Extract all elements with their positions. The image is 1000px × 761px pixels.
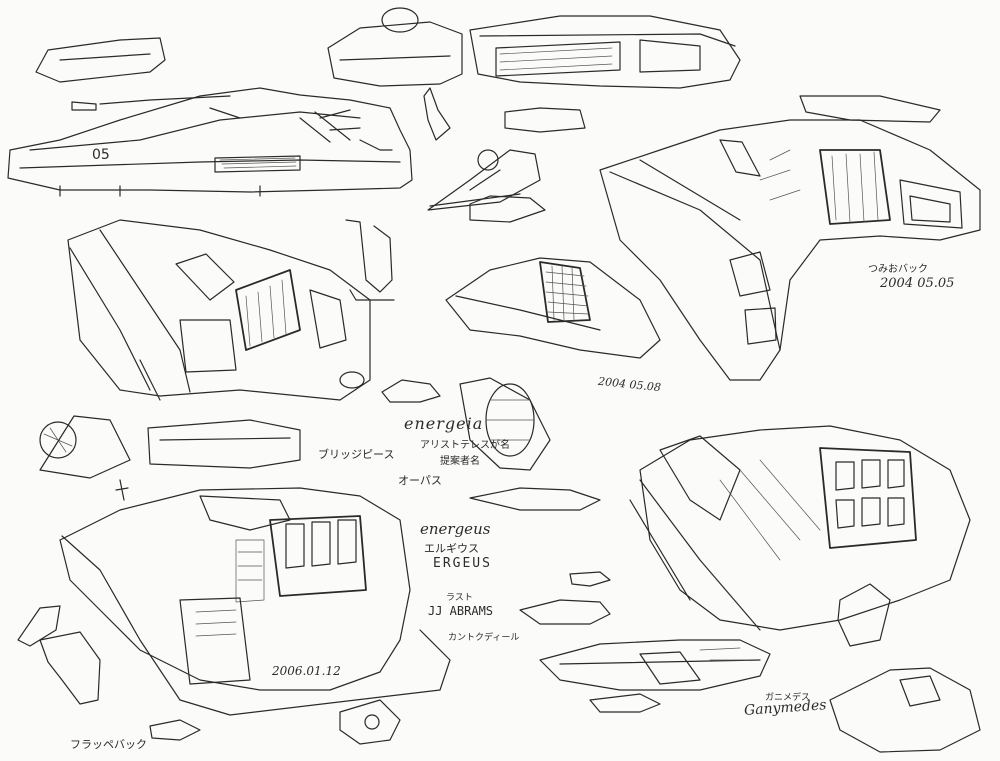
ship-3q-center-left [67,219,371,401]
name-jj-abrams: JJ ABRAMS [428,604,494,618]
note-arrow-piece: ブリッジピース [318,448,395,461]
small-parts-center [381,377,551,471]
name-energeus: energeus [420,520,491,538]
ship-top-center [327,7,463,141]
ship-sideview-05 [7,87,413,197]
note-tsumi: つみおバック [868,264,928,275]
ship-3q-top-right [599,95,981,381]
note-opus: オーパス [398,474,442,487]
note-director: カントクディール [448,633,520,643]
date-label-c: 2006.01.12 [272,664,341,678]
ship-top-right-center [469,15,741,133]
name-ergeus: ERGEUS [433,556,492,571]
ship-bottom-left-large [59,479,451,716]
ship-bottom-center-long [539,639,771,713]
small-fighter-center [427,149,546,223]
small-parts-bottom-left [17,605,401,745]
ship-ganymedes [629,425,971,631]
name-energeia: energeia [404,414,484,433]
date-label-a: 2004 05.05 [880,276,955,291]
small-sideviews-names [469,487,611,625]
small-strut-part [345,219,395,301]
note-fluff-back: フラッペバック [70,738,147,751]
note-proposer: 提案者名 [440,456,480,467]
small-parts-bottom-right [829,583,981,753]
ship-center-hatched [445,257,661,359]
detail-part-top-left [35,37,166,83]
note-last: ラスト [446,593,473,603]
note-ergeus-kana: エルギウス [424,542,479,555]
note-aristotle: アリストテレスが名 [420,440,510,451]
hull-number-label: 05 [92,147,110,163]
ship-left-mid-globe [39,415,301,479]
note-ganymedes-kana: ガニメデス [765,693,811,703]
